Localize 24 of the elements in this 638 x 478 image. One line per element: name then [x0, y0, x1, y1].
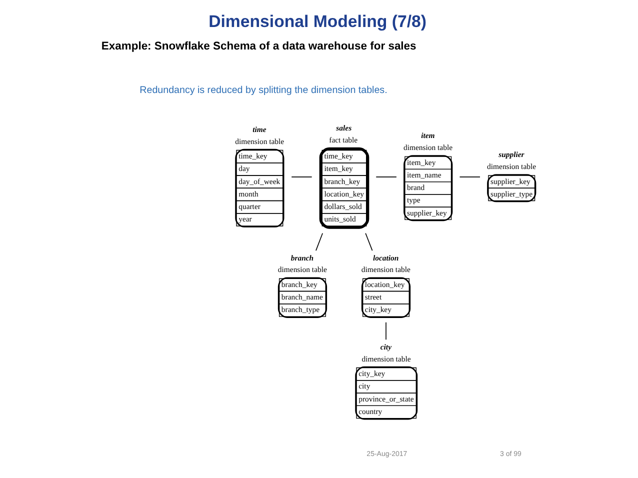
diagram-title: Dimensional Modeling (7/8): [208, 12, 426, 31]
node-label: dimension table: [277, 265, 326, 274]
node-label: item: [420, 131, 434, 140]
node-label: city: [380, 342, 392, 352]
node-label: time: [252, 124, 266, 134]
label: Redundancy is reduced by splitting the dimension tables.: [139, 85, 387, 96]
label: Example: Snowflake Schema of a data warehouse for sales: [100, 40, 416, 53]
connector: [364, 232, 372, 251]
connector: [290, 176, 312, 178]
connector: [375, 176, 396, 178]
connector: [315, 232, 322, 251]
node-label: supplier: [498, 150, 524, 160]
node-label: sales: [336, 123, 352, 132]
node-label: dimension table: [360, 265, 410, 274]
node-box: time_key item_key branch_key location_key dollars_sold units_sold: [318, 147, 369, 229]
node-label: fact table: [328, 135, 358, 144]
connector: [385, 322, 386, 340]
node-label: dimension table: [361, 354, 410, 364]
node-label: dimension table: [403, 143, 452, 152]
node-label: dimension table: [486, 162, 536, 172]
node-label: location: [372, 253, 398, 262]
connector: [458, 176, 480, 178]
node-label: branch: [290, 253, 314, 262]
node-label: dimension table: [234, 136, 284, 146]
